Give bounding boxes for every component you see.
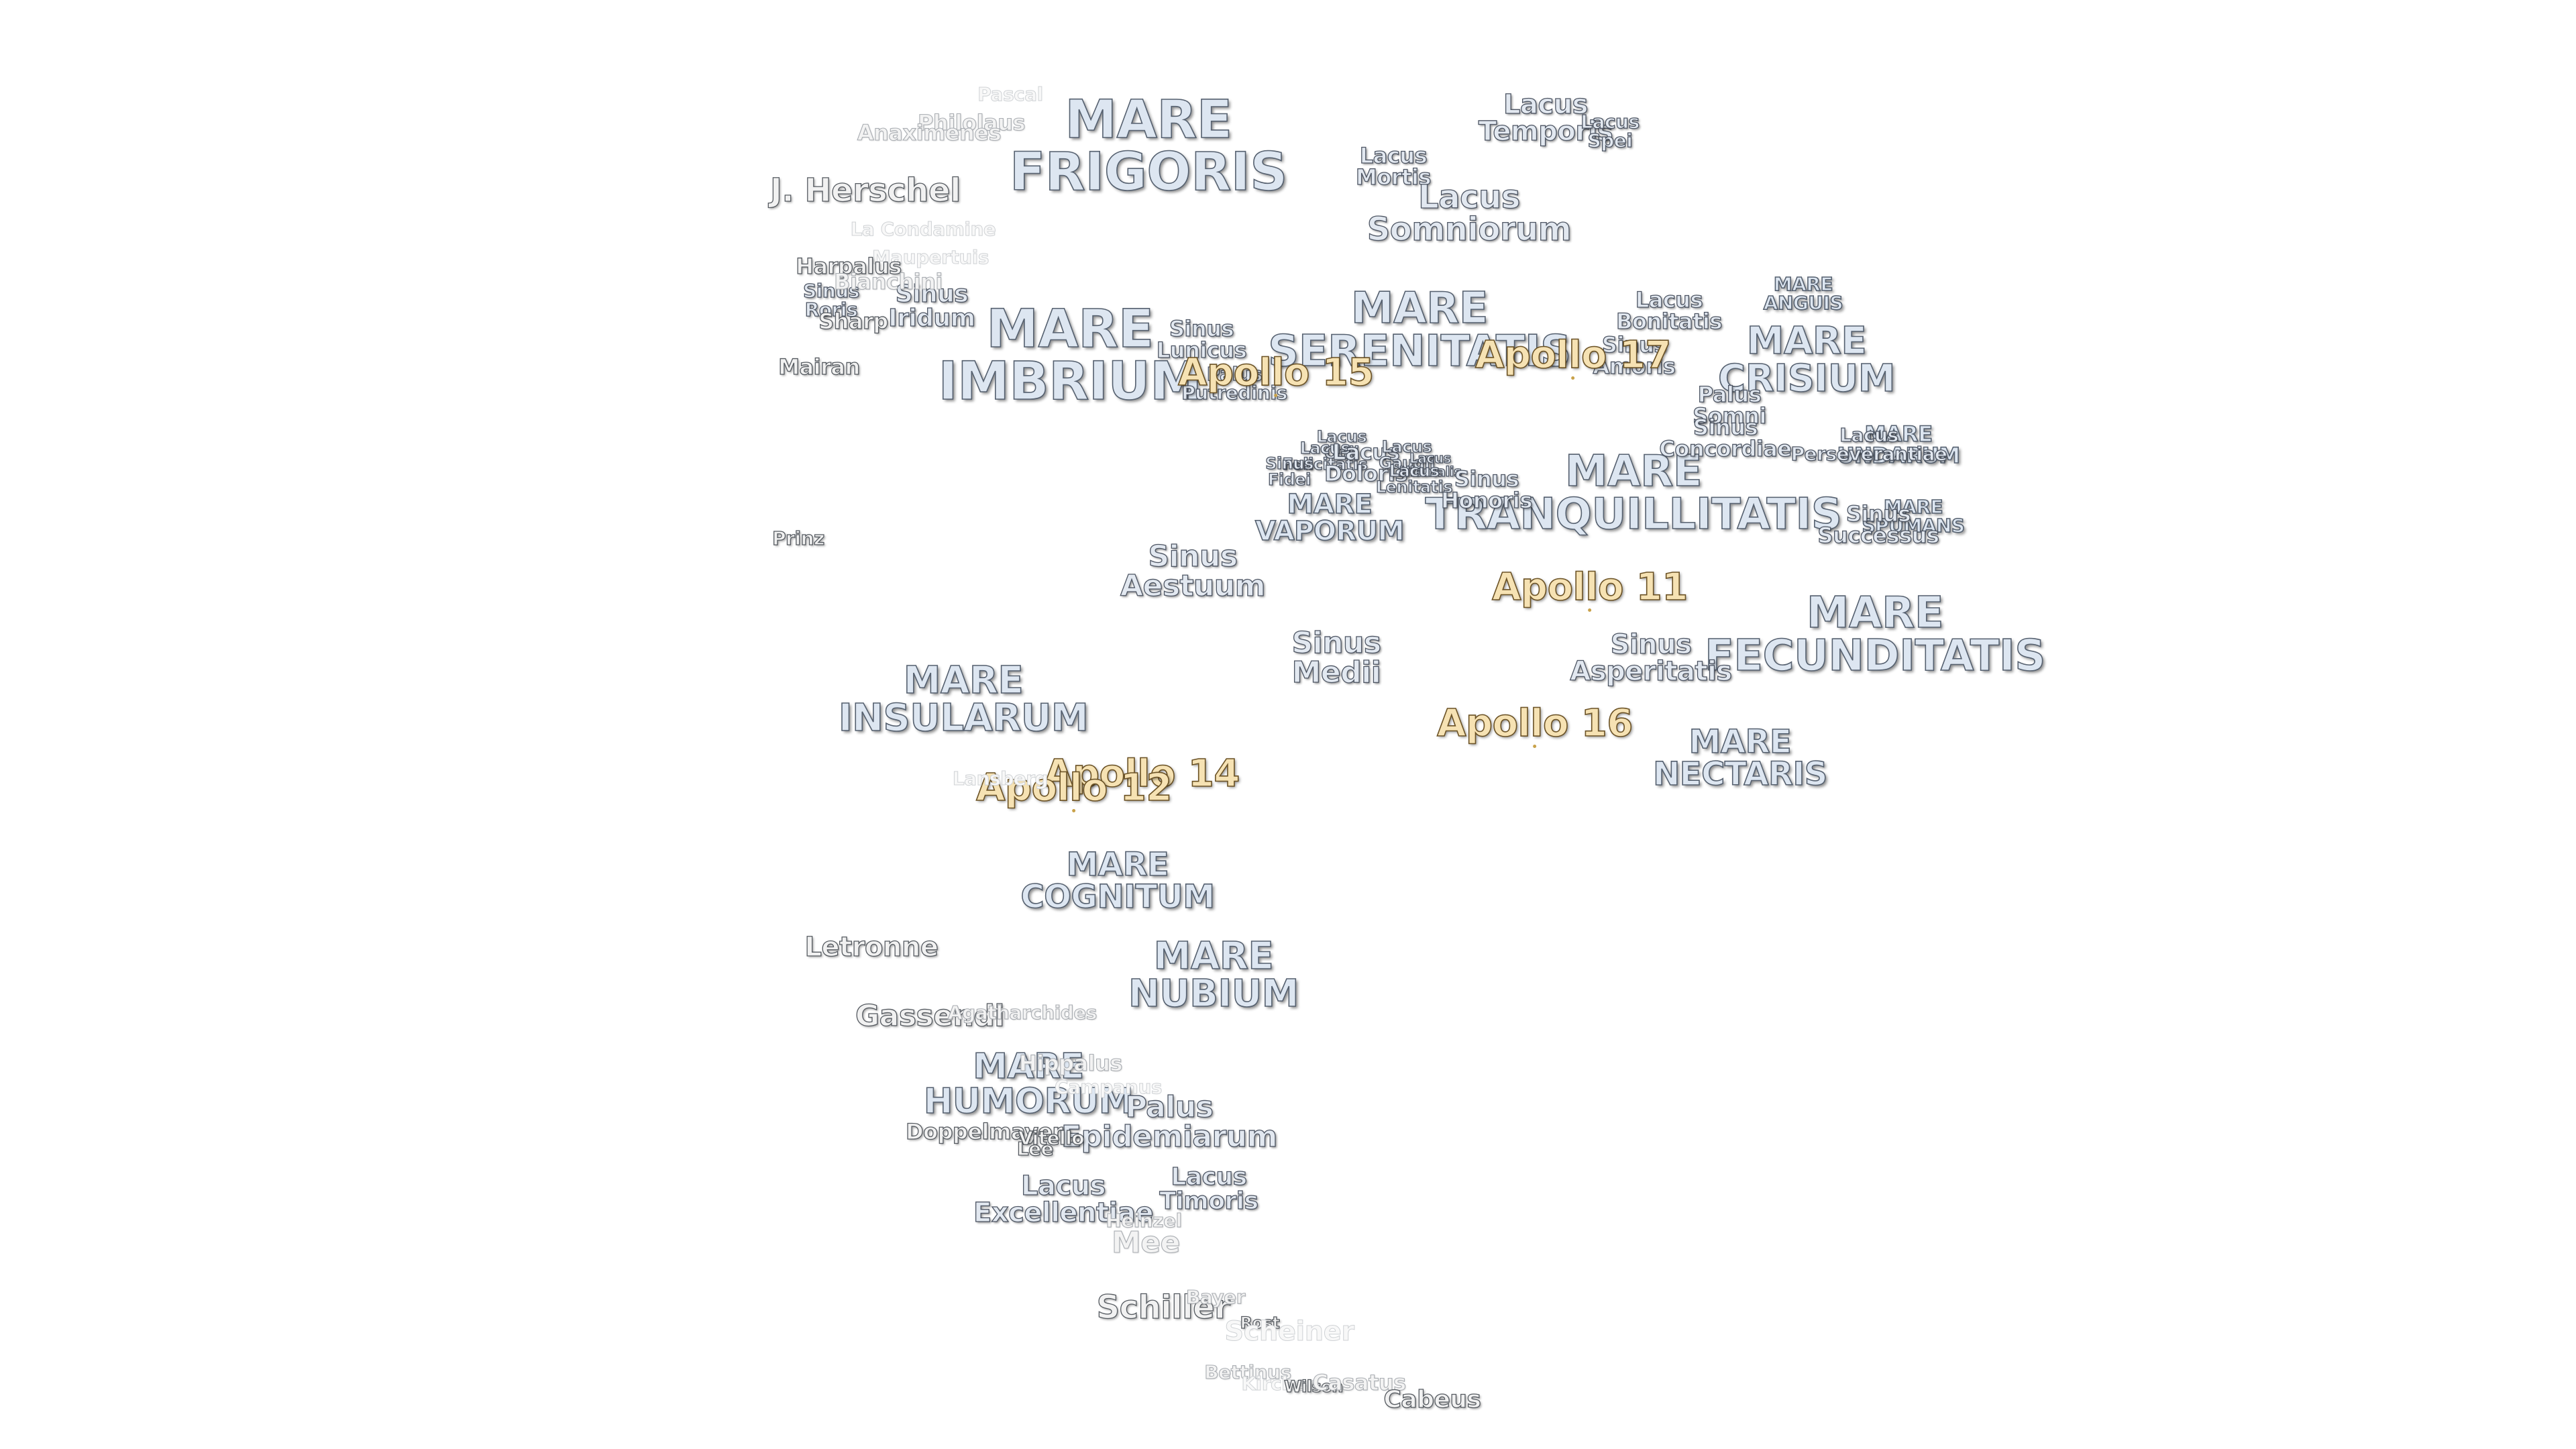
- label-crater-casatus[interactable]: Casatus: [1312, 1370, 1407, 1395]
- landing-site-marker: [1274, 394, 1278, 397]
- landing-site-marker: [1072, 809, 1076, 812]
- label-apollo-11[interactable]: Apollo 11: [1491, 568, 1688, 612]
- label-crater-vitello[interactable]: Vitello: [1018, 1127, 1085, 1149]
- label-crater-lansberg[interactable]: Lansberg: [952, 767, 1049, 790]
- label-sinus-honoris[interactable]: Sinus Honoris: [1440, 466, 1533, 513]
- label-sinus-aestuum[interactable]: Sinus Aestuum: [1120, 539, 1266, 603]
- label-palus-epidemiarum[interactable]: Palus Epidemiarum: [1061, 1090, 1278, 1154]
- label-crater-scheiner[interactable]: Scheiner: [1224, 1316, 1355, 1347]
- label-crater-hippalus[interactable]: Hippalus: [1018, 1051, 1123, 1076]
- label-sinus-lunicus[interactable]: Sinus Lunicus: [1156, 316, 1247, 363]
- label-mare-tranquillitatis[interactable]: MARE TRANQUILLITATIS: [1425, 447, 1843, 539]
- label-mare-spumans[interactable]: MARE SPUMANS: [1862, 496, 1966, 537]
- label-palus-putredinis[interactable]: Palus Putredinis: [1181, 363, 1288, 404]
- label-crater-lee[interactable]: Lee: [1016, 1138, 1054, 1160]
- label-crater-doppelmayer[interactable]: Doppelmayer: [905, 1119, 1063, 1144]
- label-lacus-lenitatis[interactable]: Lacus Lenitatis: [1375, 462, 1453, 496]
- label-mare-anguis[interactable]: MARE ANGUIS: [1763, 273, 1844, 314]
- label-crater-sharp[interactable]: Sharp: [818, 309, 889, 334]
- label-lacus-gaudii[interactable]: Lacus Gaudii: [1379, 437, 1436, 472]
- label-lacus-temporis[interactable]: Lacus Temporis: [1478, 89, 1613, 147]
- landing-site-marker: [1533, 745, 1537, 748]
- label-mare-nubium[interactable]: MARE NUBIUM: [1128, 934, 1299, 1016]
- label-crater-cabeus[interactable]: Cabeus: [1383, 1386, 1482, 1413]
- label-mare-nectaris[interactable]: MARE NECTARIS: [1652, 723, 1828, 793]
- label-mare-frigoris[interactable]: MARE FRIGORIS: [1009, 90, 1288, 203]
- label-apollo-17[interactable]: Apollo 17: [1474, 336, 1672, 380]
- label-apollo-15[interactable]: Apollo 15: [1177, 354, 1375, 397]
- label-lacus-odii[interactable]: Lacus Odii: [1316, 427, 1367, 462]
- label-crater-bettinus[interactable]: Bettinus: [1204, 1361, 1292, 1383]
- label-lacus-timoris[interactable]: Lacus Timoris: [1159, 1163, 1259, 1215]
- label-lacus-somniorum[interactable]: Lacus Somniorum: [1366, 178, 1572, 248]
- label-mare-insularum[interactable]: MARE INSULARUM: [838, 659, 1089, 740]
- label-lacus-perseverantiae[interactable]: Lacus Perseverantiae: [1790, 424, 1948, 465]
- label-crater-mairan[interactable]: Mairan: [778, 354, 861, 380]
- label-crater-gassendi[interactable]: Gassendi: [855, 999, 1005, 1033]
- label-crater-la-condamine[interactable]: La Condamine: [850, 218, 996, 240]
- label-crater-maupertuis[interactable]: Maupertuis: [871, 246, 989, 268]
- label-mare-cognitum[interactable]: MARE COGNITUM: [1020, 846, 1216, 916]
- label-crater-bianchini[interactable]: Bianchini: [834, 269, 943, 294]
- label-sinus-asperitatis[interactable]: Sinus Asperitatis: [1570, 629, 1733, 687]
- label-crater-campanus[interactable]: Campanus: [1054, 1076, 1163, 1098]
- landing-site-marker: [1140, 795, 1144, 798]
- label-apollo-12[interactable]: Apollo 12: [975, 769, 1173, 812]
- label-lacus-excellentiae[interactable]: Lacus Excellentiae: [973, 1171, 1154, 1228]
- label-apollo-14[interactable]: Apollo 14: [1043, 755, 1240, 798]
- label-mare-humorum[interactable]: MARE HUMORUM: [923, 1046, 1134, 1122]
- label-mare-imbrium[interactable]: MARE IMBRIUM: [938, 299, 1203, 412]
- label-apollo-16[interactable]: Apollo 16: [1436, 704, 1633, 748]
- label-lacus-mortis[interactable]: Lacus Mortis: [1355, 143, 1432, 190]
- label-crater-rost[interactable]: Rost: [1240, 1313, 1281, 1332]
- label-sinus-concordiae[interactable]: Sinus Concordiae: [1659, 415, 1792, 462]
- label-crater-wilson[interactable]: Wilson: [1283, 1377, 1344, 1396]
- label-mare-crisium[interactable]: MARE CRISIUM: [1717, 319, 1896, 400]
- label-crater-harpalus[interactable]: Harpalus: [796, 254, 902, 279]
- label-lacus-doloris[interactable]: Lacus Doloris: [1324, 439, 1408, 486]
- label-mare-serenitatis[interactable]: MARE SERENITATIS: [1267, 284, 1572, 376]
- label-crater-schiller[interactable]: Schiller: [1096, 1289, 1231, 1326]
- label-lacus-hiemalis[interactable]: Lacus Hiemalis: [1399, 450, 1462, 480]
- label-sinus-medii[interactable]: Sinus Medii: [1291, 626, 1382, 690]
- label-crater-philolaus[interactable]: Philolaus: [917, 110, 1026, 136]
- label-lacus-spei[interactable]: Lacus Spei: [1580, 111, 1640, 152]
- label-crater-agatharchides[interactable]: Agatharchides: [947, 1002, 1097, 1024]
- label-crater-pascal[interactable]: Pascal: [977, 83, 1044, 105]
- label-crater-heinzel[interactable]: Heinzel: [1106, 1210, 1183, 1232]
- label-lacus-felicitatis[interactable]: Lacus Felicitatis: [1282, 439, 1368, 474]
- landing-site-marker: [1571, 376, 1575, 380]
- label-crater-bayer[interactable]: Bayer: [1185, 1286, 1246, 1308]
- label-crater-j-herschel[interactable]: J. Herschel: [769, 172, 961, 209]
- label-sinus-amoris[interactable]: Sinus Amoris: [1593, 332, 1676, 379]
- landing-site-marker: [1588, 608, 1592, 612]
- label-mare-vaporum[interactable]: MARE VAPORUM: [1254, 489, 1405, 547]
- label-mare-undarum[interactable]: MARE UNDARUM: [1837, 421, 1961, 468]
- label-sinus-roris[interactable]: Sinus Roris: [802, 280, 860, 321]
- label-palus-somni[interactable]: Palus Somni: [1693, 382, 1767, 429]
- label-crater-letronne[interactable]: Letronne: [804, 932, 939, 963]
- label-crater-mee[interactable]: Mee: [1111, 1226, 1181, 1260]
- label-sinus-successus[interactable]: Sinus Successus: [1817, 501, 1940, 548]
- label-sinus-iridum[interactable]: Sinus Iridum: [888, 280, 976, 332]
- label-sinus-fidei[interactable]: Sinus Fidei: [1265, 454, 1314, 489]
- label-mare-fecunditatis[interactable]: MARE FECUNDITATIS: [1704, 588, 2046, 681]
- label-crater-prinz[interactable]: Prinz: [772, 527, 825, 549]
- label-lacus-bonitatis[interactable]: Lacus Bonitatis: [1615, 287, 1723, 334]
- label-crater-kircher[interactable]: Kircher: [1241, 1373, 1316, 1395]
- label-crater-anaximenes[interactable]: Anaximenes: [857, 120, 1002, 146]
